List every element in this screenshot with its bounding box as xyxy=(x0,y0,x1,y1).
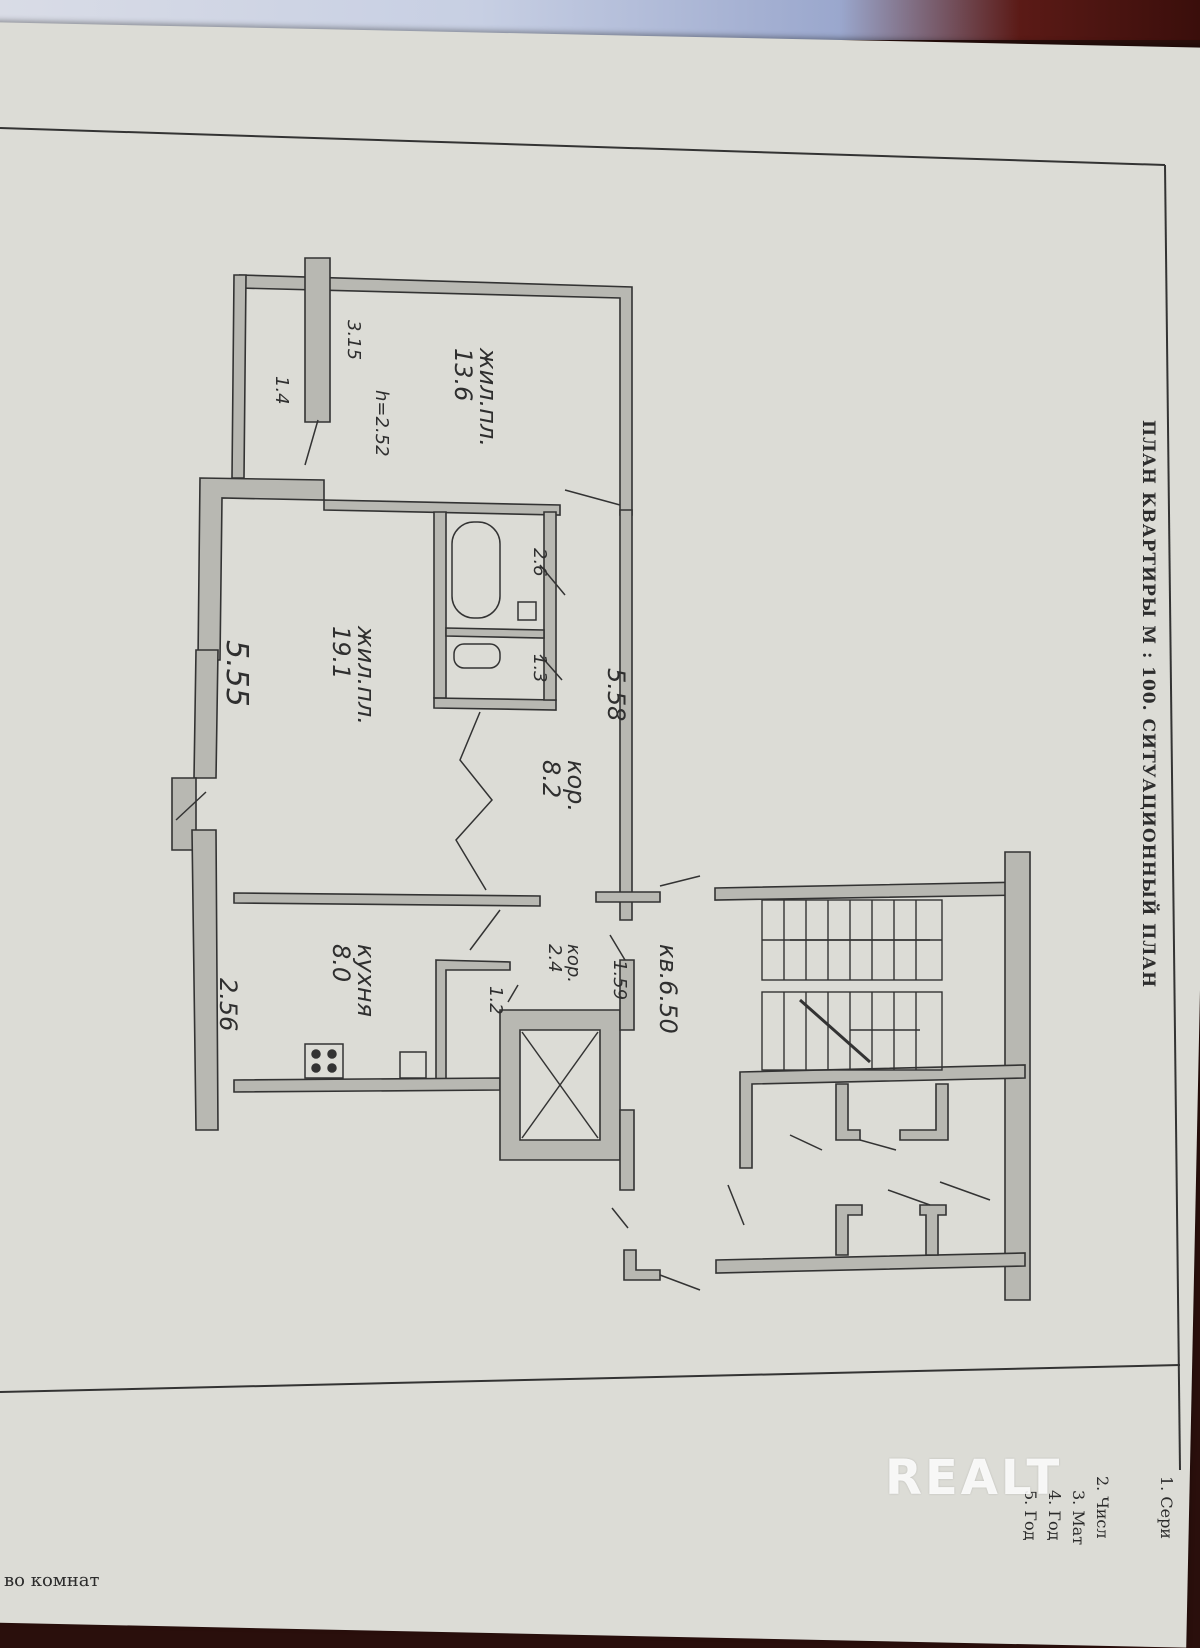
room-label-living-small: жил.пл. 13.6 xyxy=(448,348,502,447)
dim-corridor-length: 5.58 xyxy=(602,668,630,722)
balcony-edge-wall xyxy=(231,274,247,479)
bathtub xyxy=(451,521,501,619)
side-list-item-3: 3. Мат xyxy=(1069,1490,1088,1546)
room-area: 8.0 xyxy=(326,944,355,983)
bath-sink xyxy=(517,601,537,621)
stair-mid-wall xyxy=(739,1064,1026,1169)
room-area-wc: 1.3 xyxy=(529,654,550,683)
bath-divider xyxy=(445,627,545,639)
corridor-right-wall xyxy=(619,509,633,921)
room-area: 8.2 xyxy=(536,760,565,799)
dim-corridor-width: 1.59 xyxy=(609,960,630,1001)
room-label-corridor-main: кор. 8.2 xyxy=(536,760,590,813)
room-label-kitchen: кухня 8.0 xyxy=(326,944,380,1018)
room-name: кухня xyxy=(352,944,380,1018)
stair-treads xyxy=(761,899,943,1071)
window-wall-left xyxy=(193,649,219,779)
landing-corner xyxy=(623,1249,661,1281)
room-area: 2.4 xyxy=(544,944,566,973)
room-area-bath: 2.6 xyxy=(529,548,550,577)
stair-top-wall xyxy=(714,881,1026,901)
window-wall-upper xyxy=(304,257,331,423)
side-list-item-2: 2. Числ xyxy=(1093,1476,1112,1539)
corridor-door-jamb xyxy=(595,891,661,903)
partition-top xyxy=(323,499,561,516)
frame-right-line xyxy=(1164,164,1181,1471)
frame-bottom-line xyxy=(0,1364,1181,1393)
stair-partition-2 xyxy=(919,1204,947,1256)
room-name: жил.пл. xyxy=(352,626,380,725)
document-title: ПЛАН КВАРТИРЫ М : 100. СИТУАЦИОННЫЙ ПЛАН xyxy=(1138,420,1158,989)
room-area: 19.1 xyxy=(326,626,355,680)
room-area: 13.6 xyxy=(448,348,477,402)
dim-kitchen-width: 2.56 xyxy=(214,978,242,1032)
zigzag-partition xyxy=(455,711,493,891)
elevator-wall-lower xyxy=(619,1109,635,1191)
outer-wall-left-upper xyxy=(197,477,325,661)
stair-partition-3 xyxy=(899,1083,949,1141)
outer-wall-left-lower xyxy=(191,829,219,1131)
bottom-caption: во комнат xyxy=(4,1570,100,1591)
partition-kitchen xyxy=(233,892,541,907)
stair-partition-4 xyxy=(835,1083,861,1141)
elevator-wall-upper xyxy=(619,959,635,1031)
floor-plan-drawing xyxy=(0,127,1181,1471)
frame-top-line xyxy=(0,127,1166,166)
stair-bottom-wall xyxy=(715,1252,1026,1274)
room-label-living-large: жил.пл. 19.1 xyxy=(326,626,380,725)
dim-ceiling-height: h=2.52 xyxy=(371,390,392,457)
toilet xyxy=(453,643,501,669)
stair-partition-1 xyxy=(835,1204,863,1256)
watermark-logo: REALT xyxy=(885,1450,1063,1506)
room-name: кор. xyxy=(563,944,584,984)
bath-wall-bottom xyxy=(433,697,557,711)
dim-balcony-width: 1.4 xyxy=(271,376,292,405)
dim-stair: кв.6.50 xyxy=(654,944,682,1034)
room-label-corridor-small: кор. 2.4 xyxy=(544,944,584,984)
dim-balcony-length: 3.15 xyxy=(343,320,364,361)
dim-corridor-small-width: 1.2 xyxy=(485,986,506,1015)
kitchen-sink xyxy=(399,1051,427,1079)
kitchen-bottom-wall xyxy=(233,1077,501,1093)
stove xyxy=(304,1043,344,1079)
room-name: кор. xyxy=(562,760,590,813)
apartment-walls xyxy=(171,257,1031,1301)
bath-wall-left xyxy=(433,511,447,699)
side-list-item-1: 1. Сери xyxy=(1157,1476,1176,1539)
fixtures xyxy=(175,419,991,1291)
dim-living-large-width: 5.55 xyxy=(219,640,254,707)
stair-flight-lower xyxy=(761,991,943,1071)
kitchen-inner-wall xyxy=(435,959,511,1081)
room-name: жил.пл. xyxy=(474,348,502,447)
